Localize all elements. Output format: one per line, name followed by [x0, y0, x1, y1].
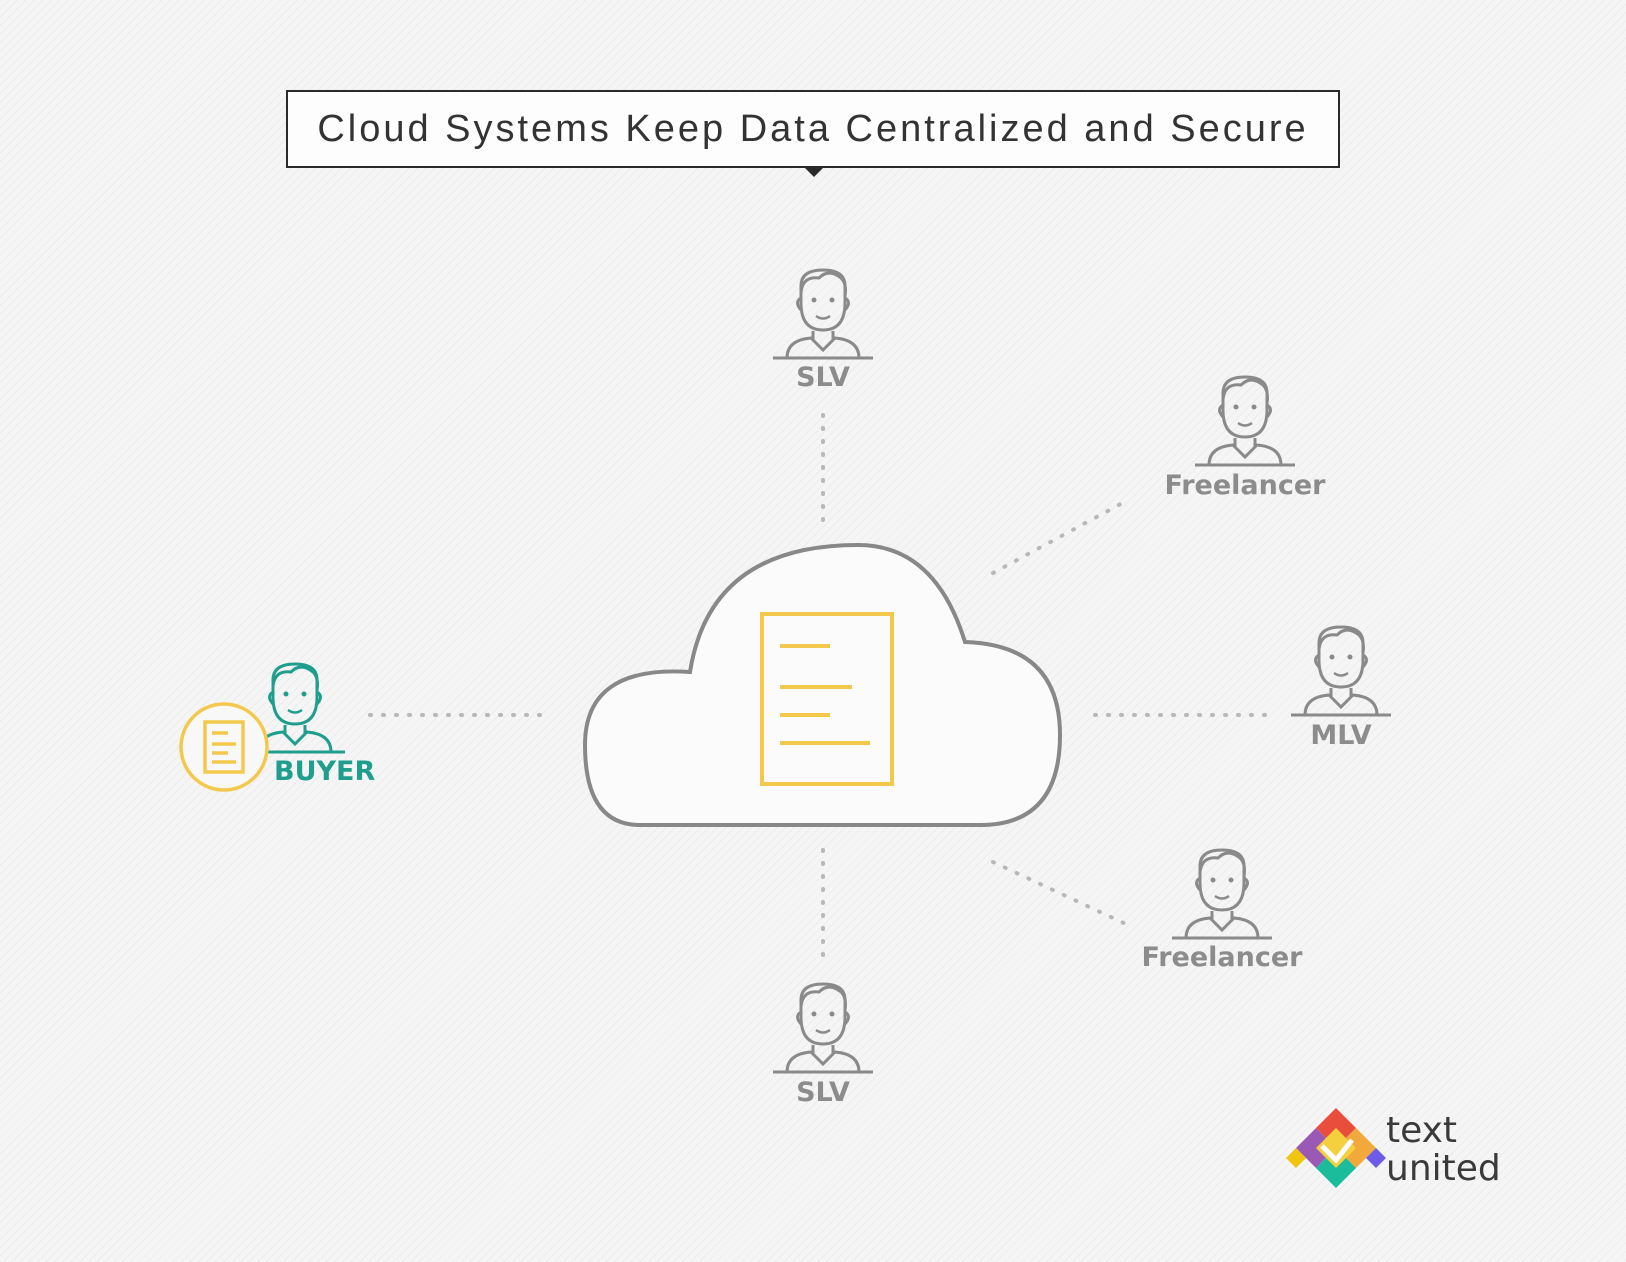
logo-text-line1: text	[1386, 1110, 1458, 1151]
buyer-document-icon	[179, 702, 269, 792]
person-icon-freelancer-bottom	[1170, 848, 1274, 940]
person-icon-mlv	[1289, 625, 1393, 717]
person-icon-slv-bottom	[771, 982, 875, 1074]
diagram-title: Cloud Systems Keep Data Centralized and …	[317, 107, 1309, 150]
text-united-logo-text: text united	[1386, 1112, 1501, 1188]
text-united-logo-mark	[1286, 1108, 1386, 1188]
label-mlv: MLV	[1310, 720, 1372, 751]
label-slv-top: SLV	[796, 362, 850, 393]
document-icon	[760, 612, 894, 786]
connector-lower-right	[991, 860, 1130, 927]
person-icon-freelancer-top	[1193, 375, 1297, 467]
logo-text-line2: united	[1386, 1148, 1501, 1189]
label-slv-bottom: SLV	[796, 1077, 850, 1108]
title-box: Cloud Systems Keep Data Centralized and …	[286, 90, 1340, 168]
label-freelancer-top: Freelancer	[1164, 470, 1326, 501]
label-buyer: BUYER	[274, 756, 376, 787]
label-freelancer-bottom: Freelancer	[1141, 942, 1303, 973]
connector-upper-right	[991, 498, 1130, 575]
connectors	[368, 413, 1267, 957]
person-icon-slv-top	[771, 268, 875, 360]
title-pointer	[805, 168, 823, 177]
